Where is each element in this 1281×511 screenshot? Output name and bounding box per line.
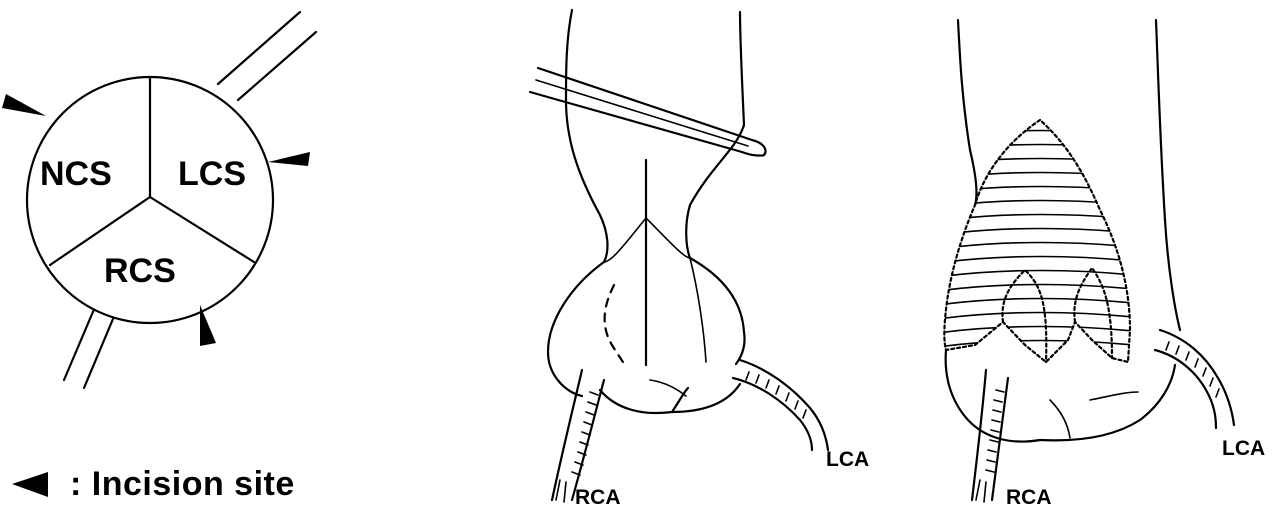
label-rca-middle: RCA xyxy=(575,486,621,509)
label-lca-right: LCA xyxy=(1222,437,1265,460)
root-base-fold-right xyxy=(1090,392,1138,400)
sinus-base-fold xyxy=(650,380,686,396)
rca-vessel-right xyxy=(572,380,604,500)
legend: : Incision site xyxy=(12,465,295,503)
seam-right xyxy=(646,218,690,258)
incision-arrowhead-ncs xyxy=(2,94,46,116)
root-base-fold xyxy=(1050,400,1070,438)
label-rcs: RCS xyxy=(104,252,176,290)
incision-arrowhead-lcs xyxy=(268,152,310,166)
label-lca-middle: LCA xyxy=(826,448,869,471)
rca-stub-lines xyxy=(556,480,566,502)
seam-left xyxy=(604,218,646,262)
arrowhead-marker-icon xyxy=(12,472,48,497)
clamp-lower-jaw xyxy=(530,92,764,156)
lca-vessel-bottom xyxy=(733,378,812,450)
label-ncs: NCS xyxy=(40,155,112,193)
rca-suture-ticks xyxy=(572,392,598,475)
aortic-root-middle-panel: RCA LCA xyxy=(530,10,869,509)
rca-vessel-right-right-panel xyxy=(992,378,1008,500)
label-lcs: LCS xyxy=(178,155,246,193)
incision-arrowhead-rcs xyxy=(200,305,216,346)
label-rca-right: RCA xyxy=(1006,486,1052,509)
root-base-right xyxy=(1040,365,1175,440)
sinus-outline-right xyxy=(690,258,745,364)
sinus-base-right xyxy=(672,384,740,412)
valve-diagram-panel: NCS LCS RCS xyxy=(2,12,316,388)
seam-right-lower xyxy=(690,258,706,362)
vessel-upper-right-line-a xyxy=(218,12,300,84)
sinus-base-left xyxy=(600,388,688,413)
clamp-upper-jaw xyxy=(538,68,766,155)
clamp-inner-line xyxy=(536,80,748,146)
root-base-left xyxy=(946,350,1040,442)
aorta-wall-left xyxy=(566,10,607,262)
aorta-wall-left-right-panel xyxy=(958,20,976,205)
rca-stub-lines-right-panel xyxy=(976,480,986,502)
dashed-incision-line xyxy=(605,285,624,364)
sinus-outline xyxy=(548,262,604,396)
aortic-root-right-panel: RCA LCA xyxy=(930,20,1265,509)
vessel-upper-right-line-b xyxy=(238,32,316,100)
aorta-wall-right-right-panel xyxy=(1156,20,1180,330)
legend-text: : Incision site xyxy=(70,465,295,503)
rca-vessel-left-right-panel xyxy=(972,370,986,500)
